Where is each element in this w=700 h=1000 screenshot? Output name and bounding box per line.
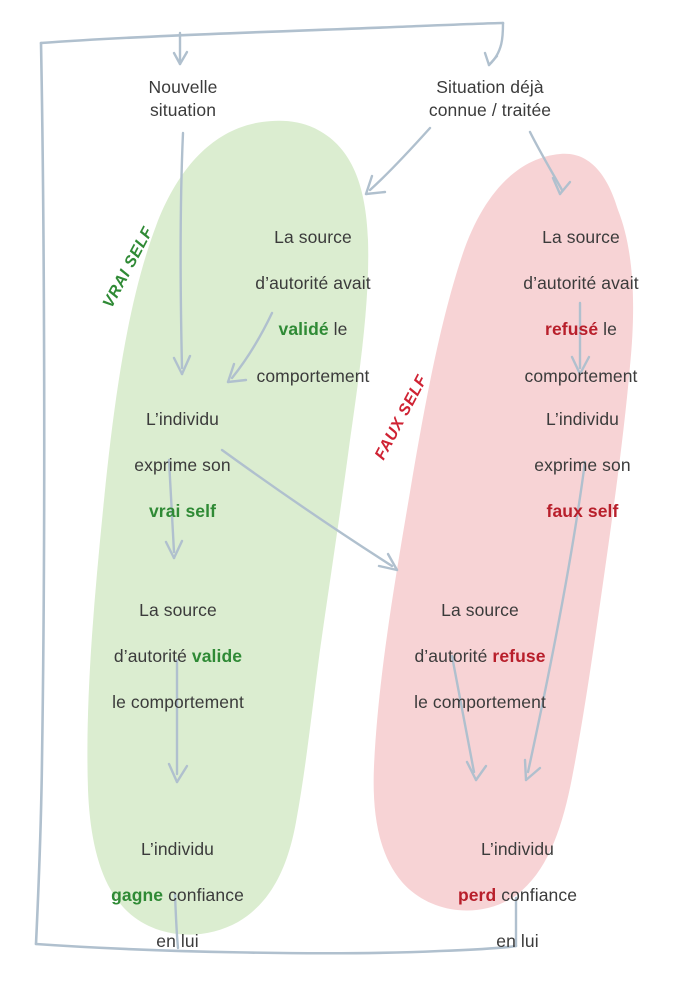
node-situation-connue: Situation déjà connue / traitée (400, 76, 580, 122)
node-source-avait-valide: La source d’autorité avait validé le com… (237, 203, 389, 388)
line-3: en lui (496, 931, 539, 952)
node-situation-connue-label: Situation déjà connue / traitée (428, 77, 552, 121)
keyword-refuse: refusé (545, 319, 599, 340)
line-3: le comportement (414, 692, 546, 713)
node-source-avait-refuse: La source d’autorité avait refusé le com… (505, 203, 657, 388)
line-2: d’autorité (113, 646, 192, 667)
node-nouvelle-situation-label: Nouvelle situation (148, 77, 218, 121)
line-1: La source (139, 600, 217, 621)
line-3: le (328, 319, 348, 340)
keyword-valide: validé (278, 319, 329, 340)
keyword-valide: valide (191, 646, 243, 667)
arrow-nouvelle-to-vrai-self (172, 131, 192, 376)
arrow-connue-to-source-avait-valide (364, 126, 432, 196)
keyword-vrai-self: vrai self (148, 501, 217, 522)
line-1: La source (274, 227, 352, 248)
node-source-valide: La source d’autorité valide le comportem… (88, 576, 268, 715)
node-nouvelle-situation: Nouvelle situation (98, 76, 268, 122)
loop-arrow-right (483, 21, 505, 67)
line-2: d’autorité avait (523, 273, 639, 294)
keyword-perd: perd (457, 885, 497, 906)
line-1: L’individu (146, 409, 219, 430)
node-gagne-confiance: L’individu gagne confiance en lui (85, 815, 270, 954)
line-2: confiance (163, 885, 244, 906)
line-3: en lui (156, 931, 199, 952)
arrow-faux-self-to-perd-confiance (523, 460, 587, 782)
arrow-source-valide-to-gagne-confiance (167, 658, 189, 784)
line-2: d’autorité (414, 646, 493, 667)
arrow-source-refuse-to-perd-confiance (450, 654, 488, 782)
line-1: L’individu (141, 839, 214, 860)
arrow-connue-to-source-avait-refuse (528, 130, 572, 196)
line-1: La source (441, 600, 519, 621)
loopback-lines (173, 892, 518, 950)
node-perd-confiance: L’individu perd confiance en lui (425, 815, 610, 954)
line-3: le (598, 319, 617, 340)
line-3: le comportement (112, 692, 244, 713)
vrai-self-region (87, 120, 369, 935)
node-individu-faux-self: L’individu exprime son faux self (495, 385, 670, 524)
line-1: L’individu (546, 409, 619, 430)
node-individu-vrai-self: L’individu exprime son vrai self (95, 385, 270, 524)
faux-self-region (373, 153, 634, 911)
line-2: d’autorité avait (255, 273, 371, 294)
keyword-gagne: gagne (111, 885, 164, 906)
feedback-loop-frame (34, 21, 518, 955)
arrow-vrai-self-to-source-valide (164, 458, 184, 560)
keyword-refuse: refuse (492, 646, 546, 667)
loop-arrow-left (172, 31, 189, 66)
line-4: comportement (524, 365, 638, 386)
keyword-faux-self: faux self (546, 501, 619, 522)
line-2: confiance (496, 885, 578, 906)
node-source-refuse: La source d’autorité refuse le comportem… (385, 576, 575, 715)
line-1: L’individu (481, 839, 554, 860)
arrow-vrai-self-to-source-refuse (220, 448, 399, 572)
line-2: exprime son (134, 455, 231, 476)
line-2: exprime son (534, 455, 631, 476)
line-4: comportement (256, 365, 370, 386)
arrow-valide-to-vrai-self (226, 311, 274, 384)
arrow-refuse-to-faux-self (570, 301, 591, 376)
line-1: La source (542, 227, 620, 248)
